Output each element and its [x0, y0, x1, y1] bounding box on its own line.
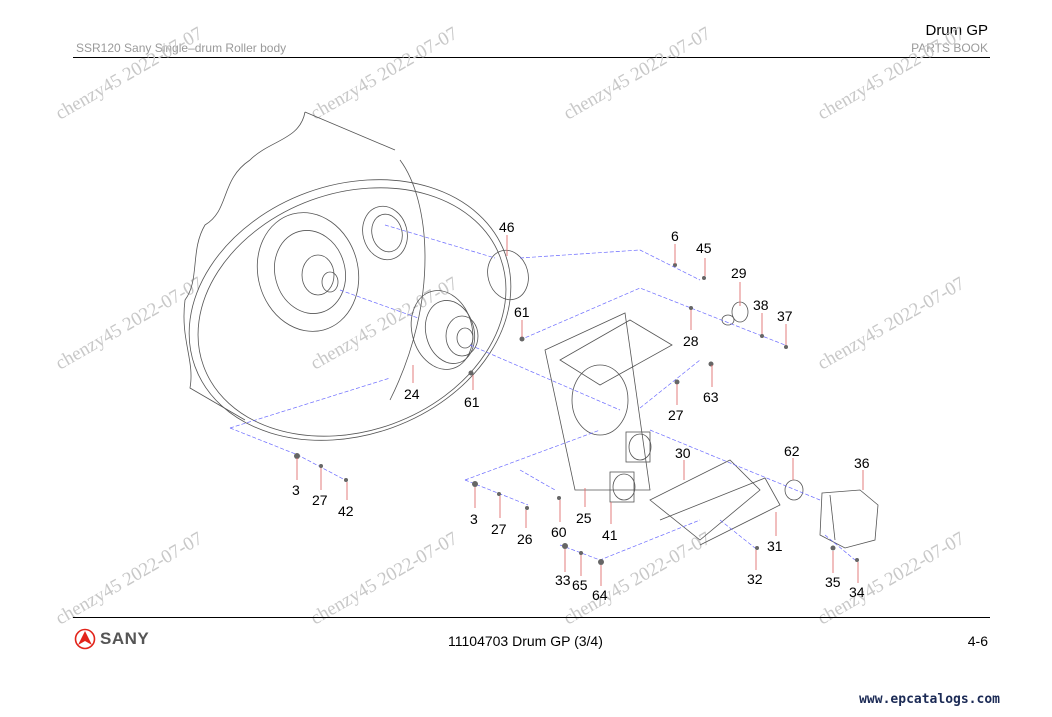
callout-32: 32: [747, 571, 763, 587]
watermark-text: chenzy45 2022-07-07: [52, 23, 206, 124]
sany-logo: SANY: [74, 628, 149, 650]
o-ring: [784, 479, 804, 501]
callout-61: 61: [464, 394, 480, 410]
brand-name: SANY: [100, 629, 150, 648]
callout-65: 65: [572, 577, 588, 593]
callout-46: 46: [499, 219, 515, 235]
parts-book-label: PARTS BOOK: [911, 41, 988, 55]
callout-27: 27: [312, 492, 328, 508]
callout-36: 36: [854, 455, 870, 471]
callout-35: 35: [825, 574, 841, 590]
callout-41: 41: [602, 527, 618, 543]
callout-38: 38: [753, 297, 769, 313]
sany-logo-icon: [74, 628, 96, 650]
callout-34: 34: [849, 584, 865, 600]
cover-housing: [819, 489, 879, 549]
callout-6: 6: [671, 228, 679, 244]
drawing-title: 11104703 Drum GP (3/4): [448, 633, 603, 649]
callout-45: 45: [696, 240, 712, 256]
callout-33: 33: [555, 572, 571, 588]
callout-3: 3: [292, 482, 300, 498]
section-title: Drum GP: [925, 22, 988, 39]
callout-3: 3: [470, 511, 478, 527]
watermark-text: chenzy45 2022-07-07: [307, 23, 461, 124]
cover-plate: [487, 249, 529, 301]
page-number: 4-6: [967, 633, 988, 649]
callout-27: 27: [491, 521, 507, 537]
document-title: SSR120 Sany Single–drum Roller body: [76, 41, 287, 55]
website-link[interactable]: www.epcatalogs.com: [859, 692, 1000, 707]
watermark-text: chenzy45 2022-07-07: [52, 273, 206, 374]
callout-27: 27: [668, 407, 684, 423]
callout-61: 61: [514, 304, 530, 320]
fasteners: [294, 263, 859, 565]
callout-60: 60: [551, 524, 567, 540]
watermark-text: chenzy45 2022-07-07: [814, 23, 968, 124]
footer-rule: [73, 617, 990, 618]
callout-26: 26: [517, 531, 533, 547]
header-rule: [73, 57, 990, 58]
callouts: 46 6 45 29 38 37 61 28 24 61 27 63 30 62…: [292, 219, 870, 603]
watermark-text: chenzy45 2022-07-07: [560, 23, 714, 124]
callout-25: 25: [576, 510, 592, 526]
watermark-text: chenzy45 2022-07-07: [307, 528, 461, 629]
bracket-plate: [544, 312, 673, 503]
callout-28: 28: [683, 333, 699, 349]
callout-37: 37: [777, 308, 793, 324]
callout-64: 64: [592, 587, 608, 603]
watermark-text: chenzy45 2022-07-07: [814, 273, 968, 374]
callout-24: 24: [404, 386, 420, 402]
callout-63: 63: [703, 389, 719, 405]
callout-62: 62: [784, 443, 800, 459]
callout-42: 42: [338, 503, 354, 519]
leader-lines: [296, 235, 864, 586]
drum-body: [183, 111, 512, 441]
callout-29: 29: [731, 265, 747, 281]
watermark-text: chenzy45 2022-07-07: [52, 528, 206, 629]
callout-31: 31: [767, 538, 783, 554]
callout-30: 30: [675, 445, 691, 461]
reducer-assembly: [410, 290, 479, 370]
